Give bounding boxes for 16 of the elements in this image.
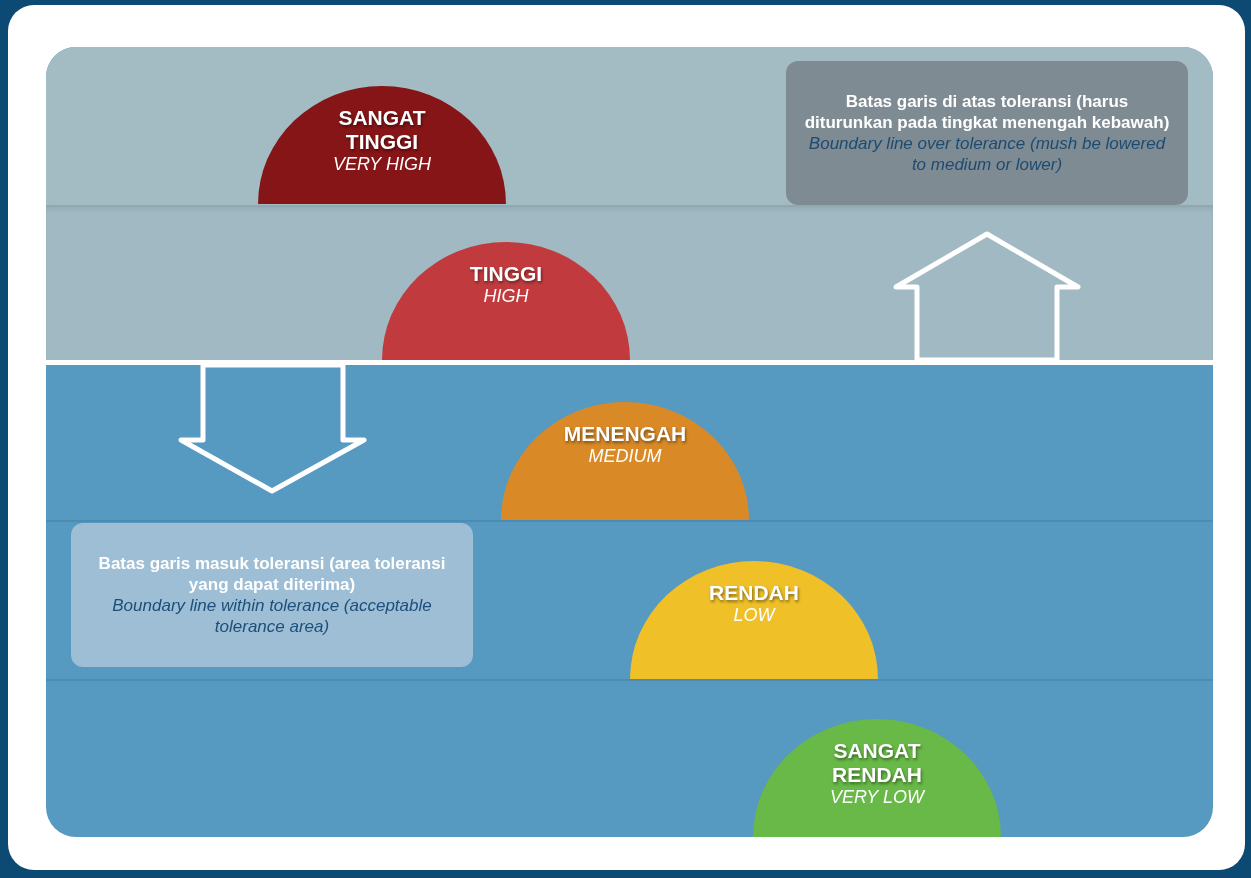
level-subtitle: VERY HIGH [333,154,431,175]
level-subtitle: VERY LOW [830,787,924,808]
level-subtitle: MEDIUM [588,446,662,467]
level-subtitle: HIGH [483,286,529,307]
note-translation: Boundary line over tolerance (mush be lowered to medium or lower) [807,133,1167,175]
level-title: TINGGI [468,262,544,286]
level-subtitle: LOW [733,605,775,626]
level-title: SANGAT RENDAH [831,739,923,787]
note-translation: Boundary line within tolerance (acceptable tolerance area) [111,595,433,637]
note-card [786,61,1188,205]
level-title: RENDAH [708,581,800,605]
note-card [71,523,473,667]
level-title: SANGAT TINGGI [337,106,427,154]
level-title: MENENGAH [562,422,688,446]
note-heading: Batas garis masuk toleransi (area toleransi yang dapat diterima) [97,553,447,595]
note-heading: Batas garis di atas toleransi (harus diturunkan pada tingkat menengah kebawah) [803,91,1171,133]
